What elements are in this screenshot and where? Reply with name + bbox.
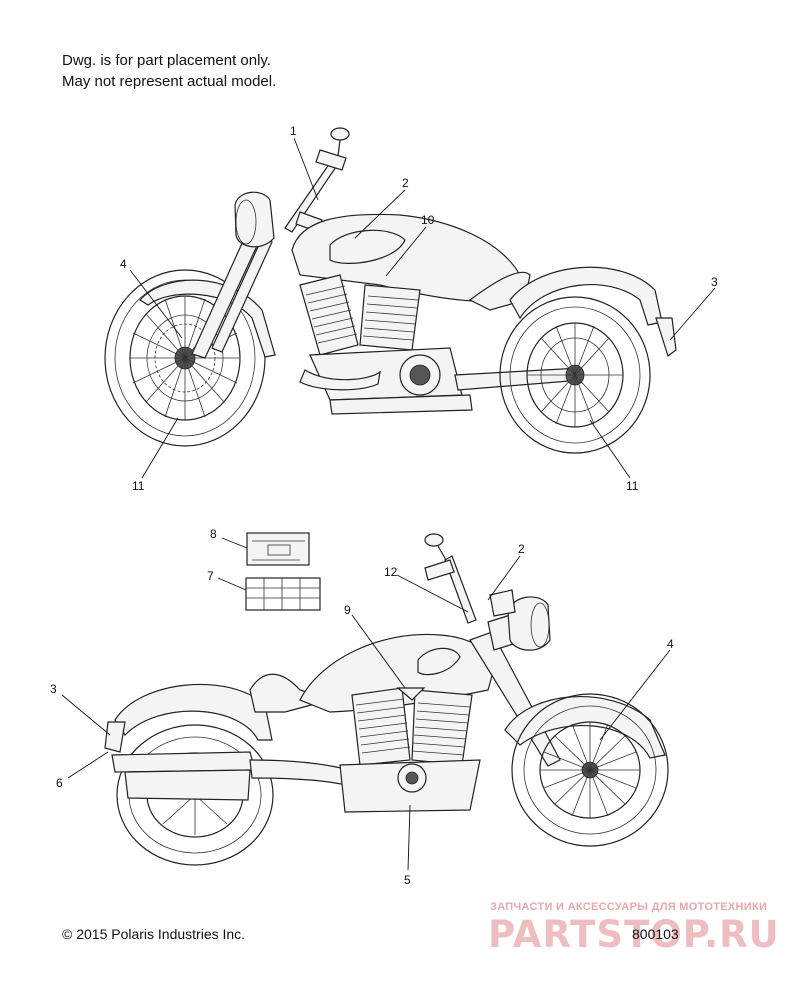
callout-8: 8 bbox=[210, 527, 217, 541]
decal-label-7 bbox=[245, 577, 321, 611]
bottom-headlight bbox=[507, 596, 551, 651]
drawing-number: 800103 bbox=[632, 926, 679, 942]
callout-4-bottom: 4 bbox=[667, 637, 674, 651]
top-fuel-tank bbox=[291, 213, 521, 302]
bottom-handlebar bbox=[424, 533, 516, 624]
bottom-exhaust bbox=[111, 751, 256, 773]
bottom-leader-lines bbox=[61, 537, 671, 871]
bottom-front-wheel bbox=[511, 693, 669, 847]
callout-11-right: 11 bbox=[626, 479, 639, 493]
bottom-front-fender bbox=[504, 696, 666, 759]
top-handlebar bbox=[284, 127, 350, 233]
callout-5: 5 bbox=[404, 873, 411, 887]
decal-label-8 bbox=[246, 532, 310, 566]
placement-note: Dwg. is for part placement only. May not… bbox=[62, 50, 276, 92]
top-motorcycle-illustration bbox=[104, 127, 677, 454]
callout-2-top: 2 bbox=[402, 176, 409, 190]
top-headlight bbox=[234, 191, 275, 248]
callout-12: 12 bbox=[384, 565, 398, 579]
callout-10: 10 bbox=[421, 213, 435, 227]
callout-7: 7 bbox=[207, 569, 214, 583]
top-callouts: 1 2 10 4 3 11 11 bbox=[120, 124, 718, 493]
callout-2-bottom: 2 bbox=[518, 542, 525, 556]
top-tail-light bbox=[655, 317, 677, 357]
bottom-tail-light bbox=[104, 721, 126, 753]
callout-1: 1 bbox=[290, 124, 297, 138]
top-engine bbox=[299, 274, 463, 401]
bottom-tank-graphic bbox=[417, 647, 461, 676]
top-tank-graphic bbox=[329, 229, 406, 264]
watermark-tagline: ЗАПЧАСТИ И АКСЕССУАРЫ ДЛЯ МОТОТЕХНИКИ bbox=[490, 901, 768, 913]
copyright-notice: © 2015 Polaris Industries Inc. bbox=[62, 926, 246, 942]
callout-4-top: 4 bbox=[120, 257, 127, 271]
callout-9: 9 bbox=[344, 603, 351, 617]
callout-6: 6 bbox=[56, 776, 63, 790]
callout-3-bottom: 3 bbox=[50, 682, 57, 696]
top-leader-lines bbox=[129, 137, 716, 479]
top-rear-wheel bbox=[499, 296, 651, 454]
bottom-callouts: 8 7 2 12 9 4 3 6 5 bbox=[50, 527, 674, 887]
placement-note-line-1: Dwg. is for part placement only. bbox=[62, 52, 271, 69]
watermark-logo: PARTSTOP.RU bbox=[488, 913, 780, 956]
bottom-rear-fender bbox=[114, 683, 273, 741]
placement-note-line-2: May not represent actual model. bbox=[62, 73, 277, 90]
callout-3-top: 3 bbox=[711, 275, 718, 289]
bottom-motorcycle-illustration bbox=[104, 533, 669, 866]
bottom-engine bbox=[339, 687, 481, 813]
top-rear-fender bbox=[509, 266, 663, 326]
callout-11-left: 11 bbox=[132, 479, 145, 493]
top-swingarm bbox=[454, 367, 583, 391]
